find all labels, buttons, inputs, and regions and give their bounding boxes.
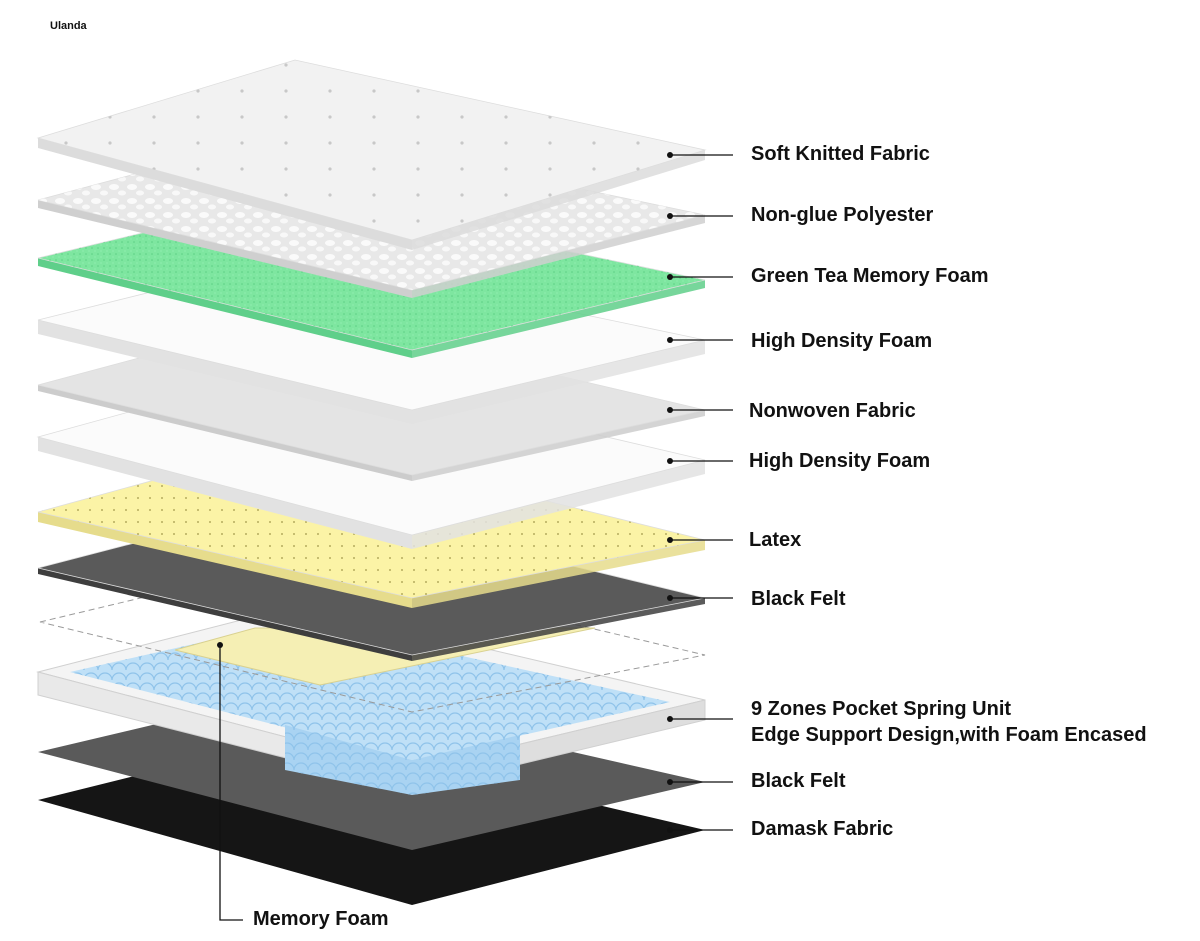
label-black-felt-2: Black Felt — [751, 770, 846, 792]
leader-dot-high-density-foam-2 — [667, 458, 673, 464]
label-high-density-foam-2: High Density Foam — [749, 450, 931, 472]
leader-dot-pocket-spring-unit — [667, 716, 673, 722]
layers-group — [36, 59, 707, 905]
leader-dot-soft-knitted-fabric — [667, 152, 673, 158]
label-damask-fabric: Damask Fabric — [751, 818, 894, 840]
leader-dot-memory-foam — [217, 642, 223, 648]
leader-line-memory-foam — [219, 645, 243, 921]
label-memory-foam: Memory Foam — [253, 908, 389, 930]
leader-dot-non-glue-polyester — [667, 213, 673, 219]
leader-dot-damask-fabric — [667, 827, 673, 833]
layer-soft-knitted-fabric — [36, 59, 707, 250]
label-nonwoven-fabric: Nonwoven Fabric — [749, 400, 916, 422]
label-pocket-spring-line-1: 9 Zones Pocket Spring Unit — [751, 698, 1012, 720]
label-black-felt-1: Black Felt — [751, 588, 846, 610]
label-pocket-spring-line-2: Edge Support Design,with Foam Encased — [751, 724, 1147, 746]
label-soft-knitted-fabric: Soft Knitted Fabric — [751, 143, 930, 165]
spring-unit-outline — [39, 559, 706, 713]
leader-dot-nonwoven-fabric — [667, 407, 673, 413]
label-non-glue-polyester: Non-glue Polyester — [751, 204, 934, 226]
leader-lines — [217, 152, 733, 921]
label-pocket-spring-unit: 9 Zones Pocket Spring Unit Edge Support … — [751, 696, 1147, 748]
leader-dot-high-density-foam-1 — [667, 337, 673, 343]
label-high-density-foam-1: High Density Foam — [751, 330, 933, 352]
leader-dot-black-felt-1 — [667, 595, 673, 601]
leader-dot-green-tea-memory-foam — [667, 274, 673, 280]
leader-dot-latex — [667, 537, 673, 543]
label-latex: Latex — [749, 529, 802, 551]
leader-dot-black-felt-2 — [667, 779, 673, 785]
brand-logo-text: Ulanda — [50, 20, 87, 32]
label-green-tea-memory-foam: Green Tea Memory Foam — [751, 265, 989, 287]
